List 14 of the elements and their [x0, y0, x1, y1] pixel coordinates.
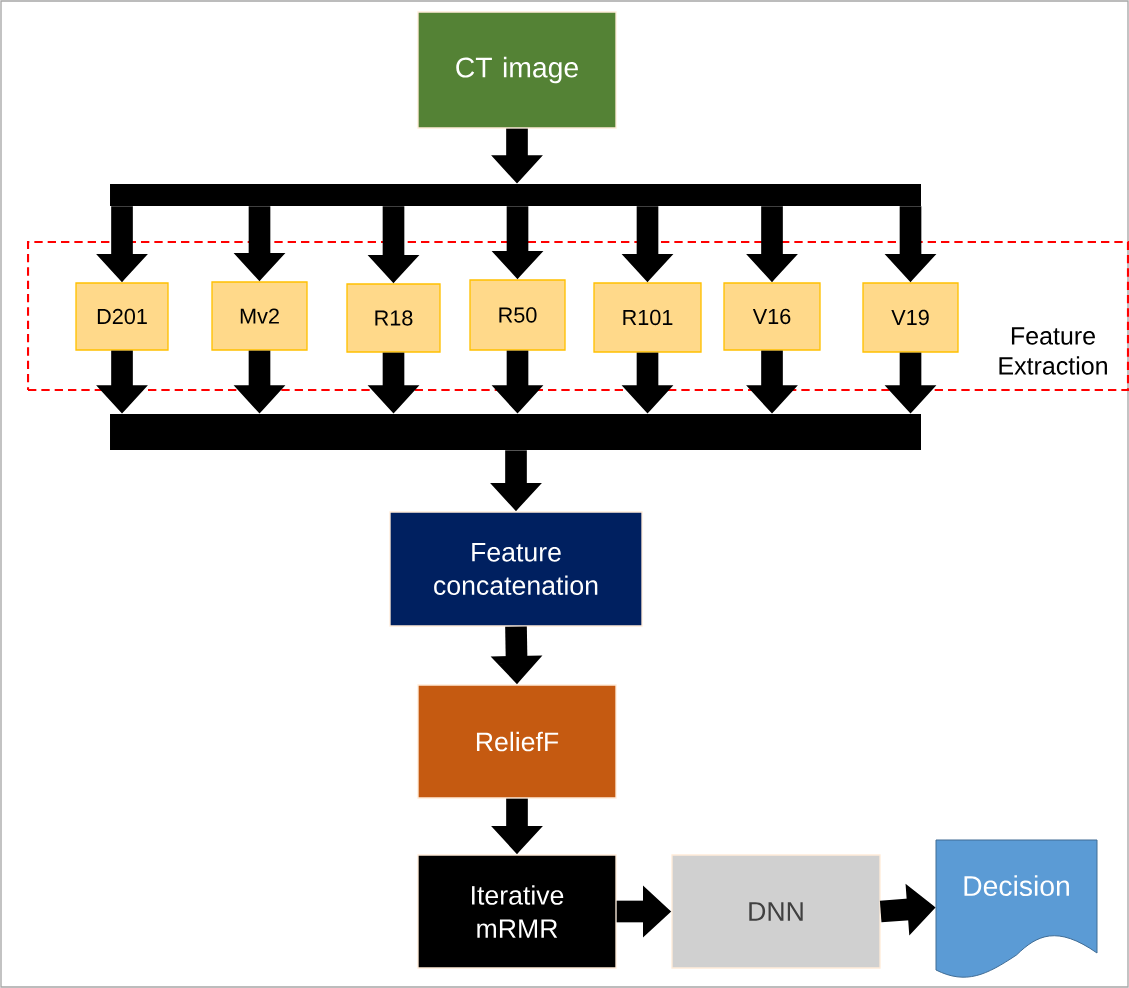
model-box: R50: [469, 279, 566, 351]
model-box: R18: [346, 283, 441, 353]
merge-bar: [110, 414, 921, 450]
splitter-bar: [110, 184, 921, 206]
process-box: ReliefF: [417, 684, 617, 799]
process-box: Feature concatenation: [389, 511, 643, 627]
model-box: R101: [593, 282, 702, 353]
model-box: D201: [75, 282, 169, 351]
process-box: CT image: [417, 11, 617, 129]
model-box: Mv2: [211, 281, 308, 351]
model-box: V19: [862, 282, 959, 353]
process-box: DNN: [671, 854, 881, 969]
model-box: V16: [723, 282, 821, 351]
process-box: Iterative mRMR: [417, 854, 617, 969]
